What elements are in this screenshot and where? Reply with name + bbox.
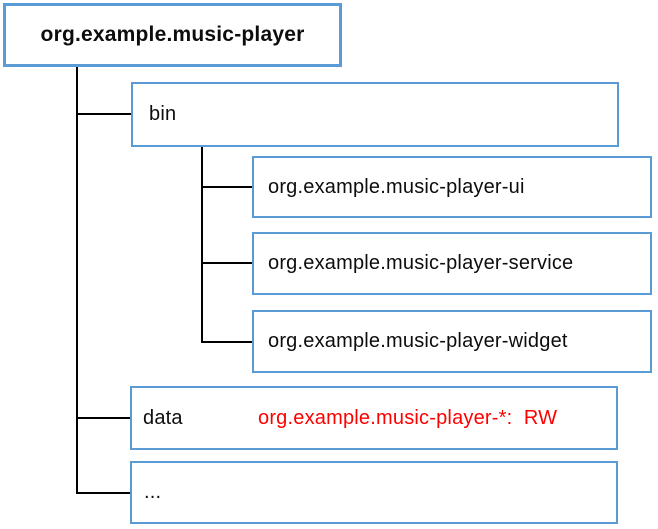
music-player-widget-label: org.example.music-player-widget (268, 330, 568, 352)
ellipsis-label: ... (144, 481, 162, 503)
data-permission-annotation: org.example.music-player-*: RW (258, 406, 558, 429)
node-music-player-ui: org.example.music-player-ui (252, 156, 652, 218)
music-player-ui-label: org.example.music-player-ui (268, 175, 525, 198)
connector-widget (201, 341, 252, 343)
root-package-label: org.example.music-player (40, 23, 305, 46)
connector-more (76, 492, 130, 494)
node-music-player-service: org.example.music-player-service (252, 232, 652, 295)
node-data-directory: data org.example.music-player-*: RW (130, 386, 618, 450)
bin-directory-label: bin (149, 103, 177, 125)
connector-service (201, 262, 252, 264)
connector-bin (76, 113, 131, 115)
connector-ui (201, 186, 252, 188)
node-root-package: org.example.music-player (3, 3, 342, 67)
node-ellipsis-directory: ... (130, 461, 618, 524)
trunk-line-bin (201, 147, 203, 343)
node-music-player-widget: org.example.music-player-widget (252, 310, 652, 373)
music-player-service-label: org.example.music-player-service (268, 252, 574, 274)
trunk-line-root (76, 67, 78, 494)
node-bin-directory: bin (131, 82, 619, 147)
data-directory-label: data (143, 406, 183, 429)
connector-data (76, 417, 130, 419)
